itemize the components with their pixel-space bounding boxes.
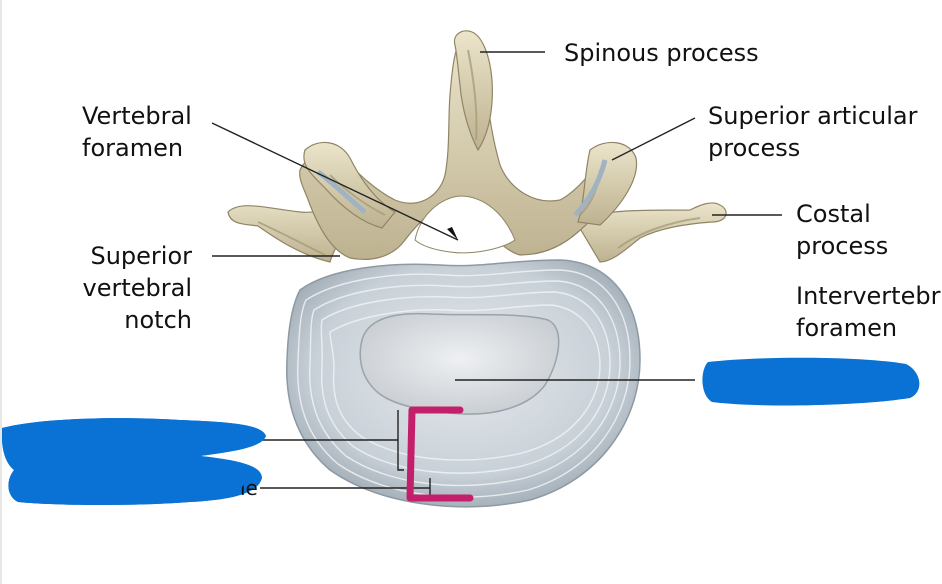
label-hidden-tail-text: ie [240, 476, 258, 500]
label-vertebral-foramen-line1: Vertebral [82, 102, 192, 130]
redaction-scribble-right [702, 357, 920, 406]
label-superior-articular-process: Superior articular process [708, 100, 917, 164]
label-intervertebral-line2: foramen [796, 314, 898, 342]
label-superior-articular-line2: process [708, 134, 801, 162]
label-intervertebral-foramen: Intervertebr foramen [796, 280, 942, 344]
label-superior-notch-line3: notch [124, 306, 192, 334]
intervertebral-disc [286, 259, 641, 508]
redaction-scribble-left [2, 418, 266, 505]
bracket-upper-line [397, 410, 404, 471]
label-costal-process-line1: Costal [796, 200, 871, 228]
annulus-bracket-mark [406, 406, 474, 502]
foramen-arrowhead [447, 227, 458, 240]
label-superior-notch-line2: vertebral [82, 274, 193, 302]
label-vertebral-foramen-line2: foramen [82, 134, 184, 162]
right-facet [573, 159, 608, 217]
vertebral-foramen-opening [414, 195, 516, 254]
label-superior-articular-line1: Superior articular [708, 102, 918, 130]
leader-vertebral-foramen [211, 122, 459, 241]
vertebral-arch-bone [227, 30, 727, 263]
leader-superior-articular [611, 117, 696, 161]
label-vertebral-foramen: Vertebral foramen [82, 100, 192, 164]
label-spinous-process-text: Spinous process [564, 39, 759, 67]
label-intervertebral-line1: Intervertebr [796, 282, 941, 310]
label-hidden-tail: ie [240, 472, 258, 504]
label-costal-process-line2: process [796, 232, 889, 260]
leader-lines [211, 51, 782, 499]
label-superior-notch-line1: Superior [90, 242, 192, 270]
nucleus-pulposus [359, 312, 560, 415]
label-costal-process: Costal process [796, 198, 888, 262]
label-spinous-process: Spinous process [564, 37, 759, 69]
label-superior-vertebral-notch: Superior vertebral notch [83, 240, 193, 336]
